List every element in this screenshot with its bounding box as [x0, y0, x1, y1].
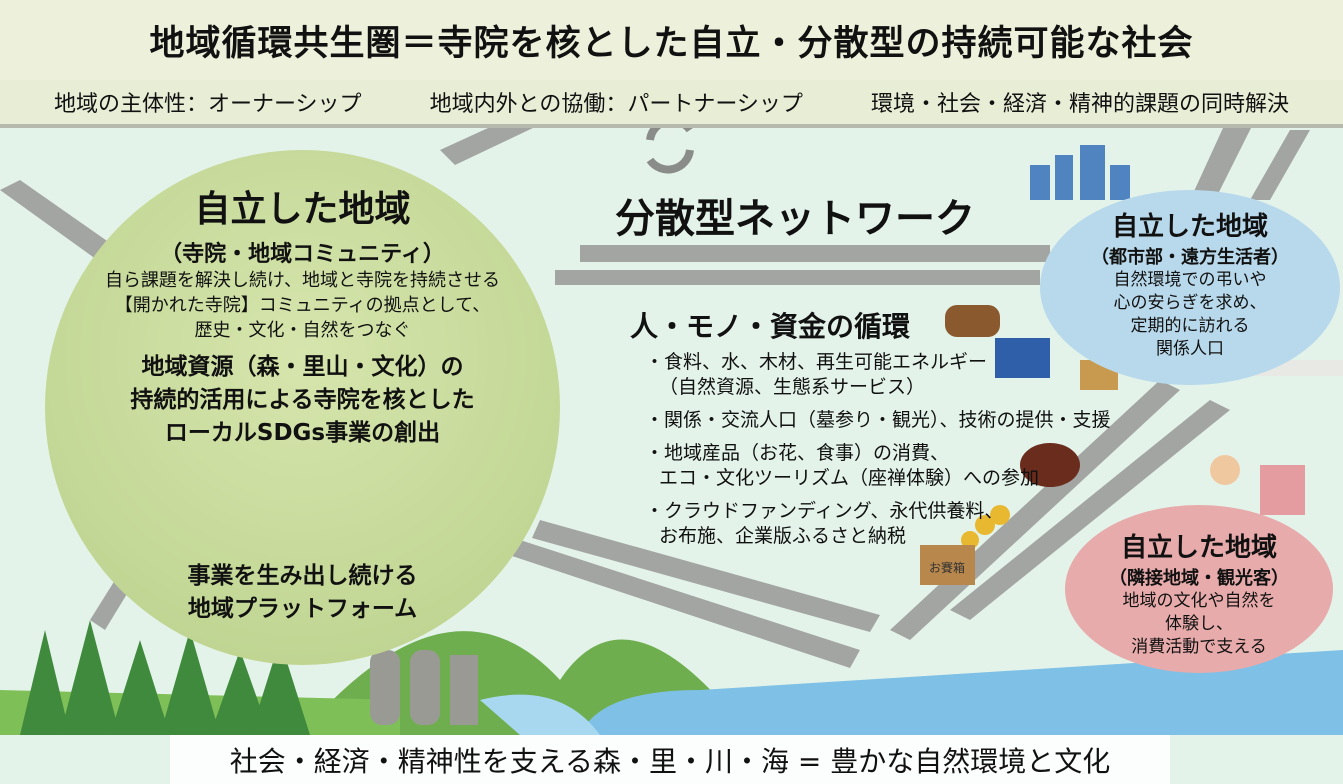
neighbor-region-circle: 自立した地域 （隣接地域・観光客） 地域の文化や自然を 体験し、 消費活動で支え… [1065, 505, 1333, 673]
region-text: 体験し、 [1165, 614, 1233, 634]
region-title: 自立した地域 [1120, 533, 1277, 563]
region-subtitle: （寺院・地域コミュニティ） [160, 242, 445, 267]
subtitle-solution: 環境・社会・経済・精神的課題の同時解決 [870, 92, 1289, 117]
region-text: 関係人口 [1156, 339, 1224, 359]
subtitle-row: 地域の主体性：オーナーシップ 地域内外との協働：パートナーシップ 環境・社会・経… [0, 80, 1343, 128]
region-text: 定期的に訪れる [1130, 316, 1250, 336]
offering-box-icon [920, 545, 975, 585]
page-title: 地域循環共生圏＝寺院を核とした自立・分散型の持続可能な社会 [149, 23, 1194, 64]
region-bold-text: 地域資源（森・里山・文化）の持続的活用による寺院を核としたローカルSDGs事業の… [130, 354, 475, 446]
left-region-circle: 自立した地域 （寺院・地域コミュニティ） 自ら課題を解決し続け、地域と寺院を持続… [45, 150, 560, 665]
region-title: 自立した地域 [194, 189, 411, 230]
header-band: 地域循環共生圏＝寺院を核とした自立・分散型の持続可能な社会 [0, 0, 1343, 80]
tourist-photographer-icon [1210, 455, 1240, 485]
network-roads [0, 80, 1310, 668]
circulation-list: ・食料、水、木材、再生可能エネルギー（自然資源、生態系サービス） ・関係・交流人… [645, 350, 1111, 557]
region-text: 自然環境での弔いや [1113, 270, 1267, 290]
region-title: 自立した地域 [1111, 212, 1268, 242]
region-subtitle: （隣接地域・観光客） [1109, 568, 1289, 589]
coins-icon [961, 505, 1010, 549]
svg-text:お賽箱: お賽箱 [929, 560, 965, 575]
list-item: ・クラウドファンディング、永代供養料、お布施、企業版ふるさと納税 [645, 500, 1004, 547]
region-text: 地域の文化や自然を [1122, 591, 1276, 611]
circulation-title: 人・モノ・資金の循環 [630, 310, 911, 343]
region-text: 【開かれた寺院】コミュニティの拠点として、 [114, 295, 491, 316]
solar-panel-icon [995, 338, 1050, 378]
list-item: ・食料、水、木材、再生可能エネルギー（自然資源、生態系サービス） [645, 351, 988, 398]
region-text: 自ら課題を解決し続け、地域と寺院を持続させる [104, 270, 501, 291]
footer-banner: 社会・経済・精神性を支える森・里・川・海 = 豊かな自然環境と文化 [170, 735, 1170, 784]
subtitle-partnership: 地域内外との協働：パートナーシップ [429, 92, 803, 117]
region-text: 歴史・文化・自然をつなぐ [194, 320, 411, 341]
platform-text: 事業を生み出し続ける地域プラットフォーム [187, 563, 418, 622]
region-subtitle: （都市部・遠方生活者） [1091, 247, 1289, 268]
list-item: ・関係・交流人口（墓参り・観光）、技術の提供・支援 [645, 409, 1111, 431]
region-text: 心の安らぎを求め、 [1113, 293, 1267, 313]
subtitle-ownership: 地域の主体性：オーナーシップ [54, 92, 362, 117]
list-item: ・地域産品（お花、食事）の消費、エコ・文化ツーリズム（座禅体験）への参加 [645, 442, 1040, 489]
log-icon [945, 305, 1000, 337]
region-text: 消費活動で支える [1131, 637, 1267, 657]
urban-region-circle: 自立した地域 （都市部・遠方生活者） 自然環境での弔いや 心の安らぎを求め、 定… [1040, 190, 1340, 385]
network-title: 分散型ネットワーク [615, 196, 975, 242]
shopping-bag-icon [1260, 465, 1305, 515]
food-bowl-icon [1020, 443, 1080, 487]
